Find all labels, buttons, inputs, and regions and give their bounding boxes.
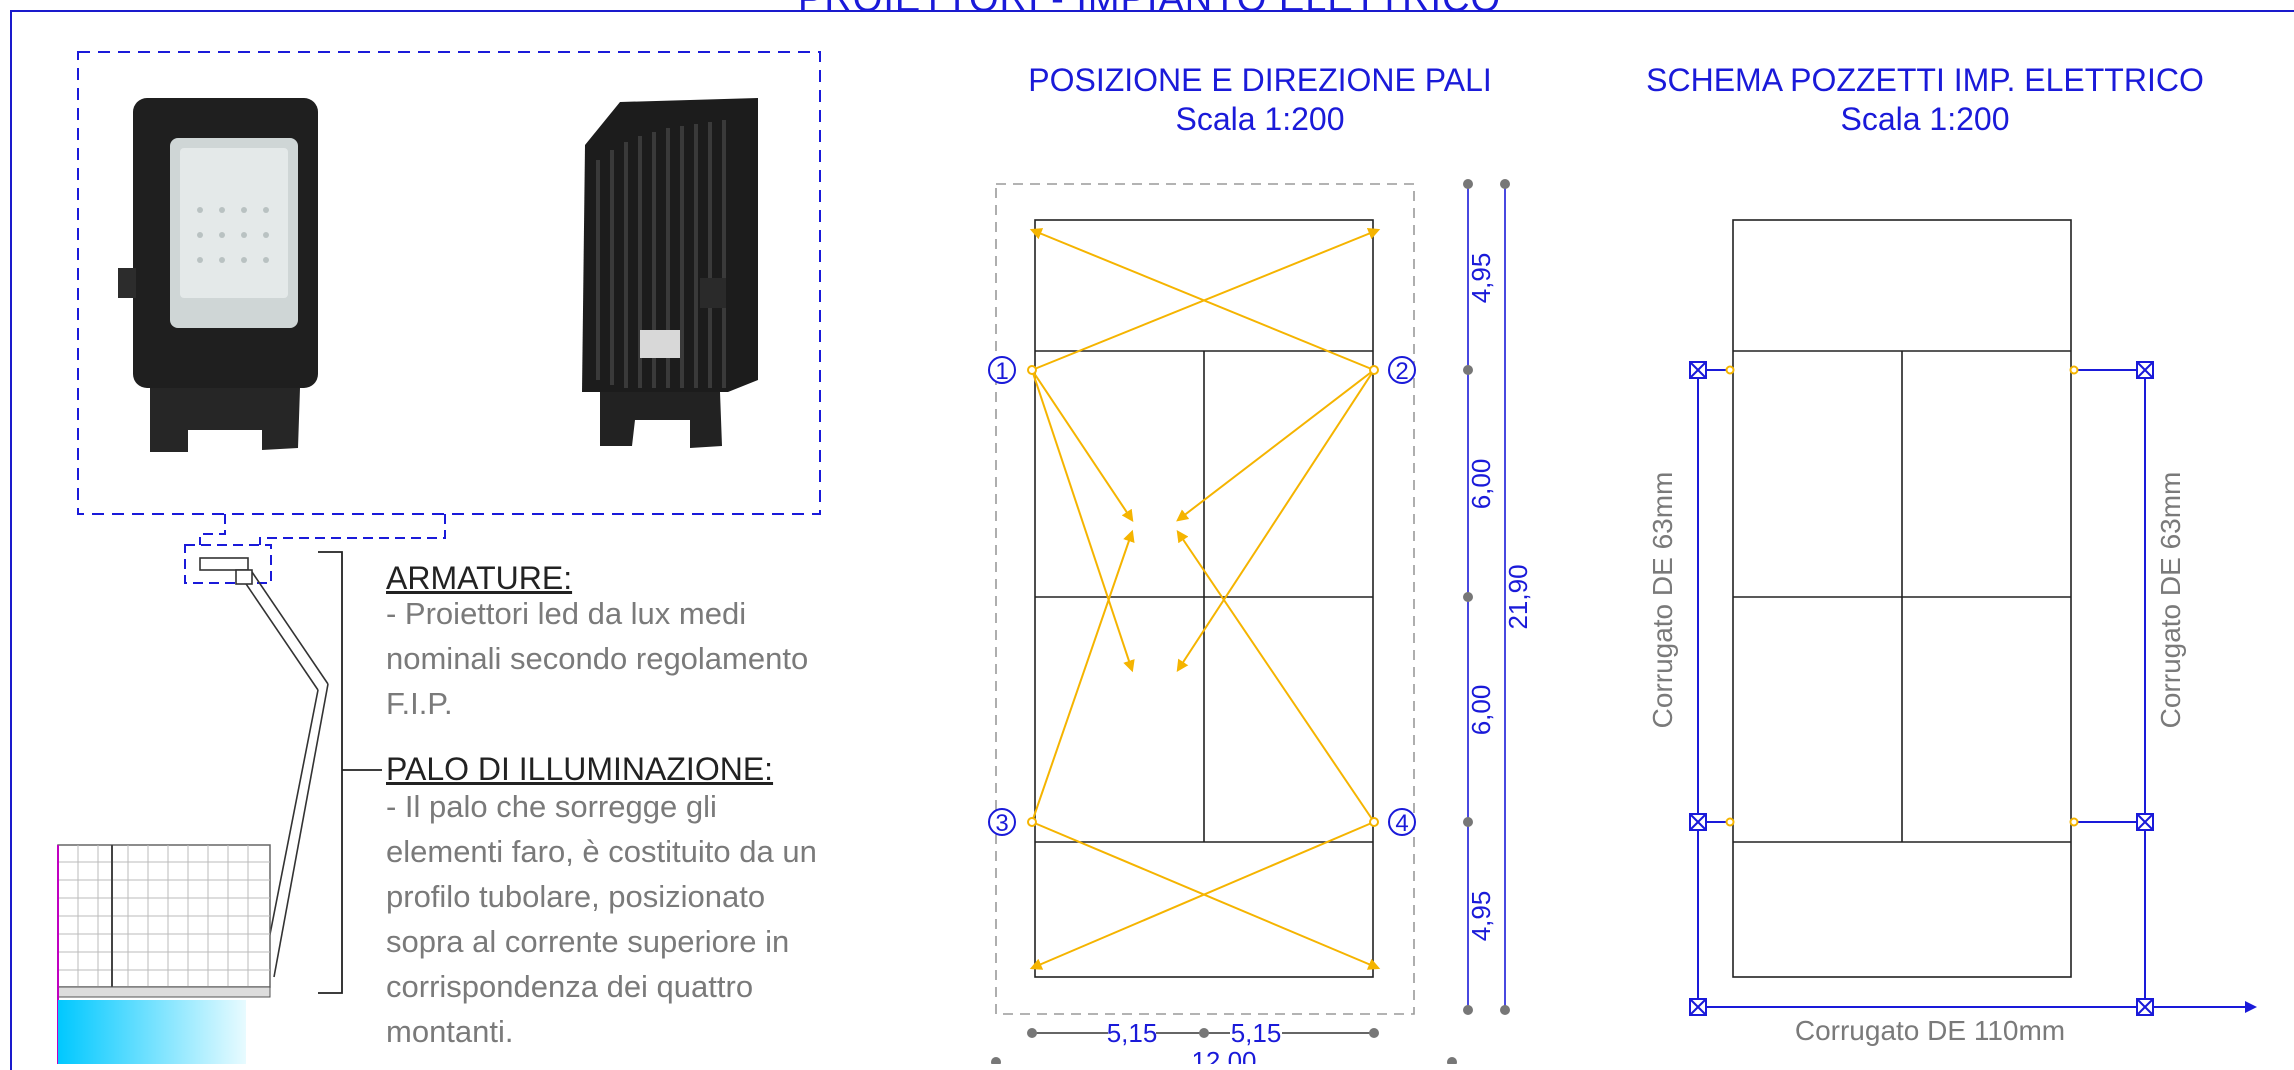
court-outline: [1034, 219, 1374, 978]
wall-block: [58, 1000, 246, 1064]
page-title: PROIETTORI - IMPIANTO ELETTRICO: [798, 0, 1501, 21]
label-brackets: [318, 551, 382, 994]
pole-number-2: 2: [1395, 358, 1408, 385]
bottom-conduit-label: Corrugato DE 110mm: [1795, 1015, 2065, 1046]
dim-top: 4,95: [1466, 253, 1496, 304]
posizione-title: POSIZIONE E DIREZIONE PALI: [1028, 62, 1492, 98]
floodlight-back-photo: [582, 98, 758, 448]
products-panel: [57, 51, 821, 1064]
right-conduit-label: Corrugato DE 63mm: [2155, 472, 2186, 729]
pole-number-1: 1: [995, 358, 1008, 385]
electrical-scheme-diagram: Corrugato DE 63mm Corrugato DE 63mm Corr…: [1647, 219, 2257, 1046]
floodlight-front-photo: [118, 98, 318, 452]
pole-points-scheme: [1725, 365, 2079, 827]
vertical-dimension-lines: [1467, 184, 1506, 1010]
pole-number-3: 3: [995, 810, 1008, 837]
light-direction-arrows: [1029, 228, 1381, 970]
junction-boxes: [1689, 361, 2154, 1016]
dim-bottom: 4,95: [1466, 891, 1496, 942]
drawing-frame: [10, 10, 2294, 1070]
armature-title: ARMATURE:: [386, 560, 573, 596]
dim-total: 21,90: [1503, 564, 1533, 629]
court-positions-diagram: 1 2 3 4 4,95 6,00 6,00 4,95 21,90 5,15 5…: [988, 179, 1533, 1064]
armature-text: - Proiettori led da lux medi nominali se…: [386, 596, 809, 721]
palo-text: - Il palo che sorregge gli elementi faro…: [386, 789, 817, 1049]
dim-width-left: 5,15: [1107, 1018, 1158, 1048]
pole-markers: [1027, 365, 1379, 827]
fence-drawing: [57, 844, 271, 1064]
schema-scale: Scala 1:200: [1840, 101, 2010, 137]
lighting-pole-drawing: [199, 557, 329, 978]
dim-width-right: 5,15: [1231, 1018, 1282, 1048]
posizione-scale: Scala 1:200: [1175, 101, 1345, 137]
pole-number-4: 4: [1395, 810, 1408, 837]
schema-title: SCHEMA POZZETTI IMP. ELETTRICO: [1646, 62, 2204, 98]
dim-mid1: 6,00: [1466, 459, 1496, 510]
pole-number-circles: [988, 356, 1416, 836]
dim-mid2: 6,00: [1466, 685, 1496, 736]
court-outline-scheme: [1732, 219, 2072, 978]
dim-width-total: 12,00: [1191, 1046, 1256, 1064]
left-conduit-label: Corrugato DE 63mm: [1647, 472, 1678, 729]
palo-title: PALO DI ILLUMINAZIONE:: [386, 751, 774, 787]
